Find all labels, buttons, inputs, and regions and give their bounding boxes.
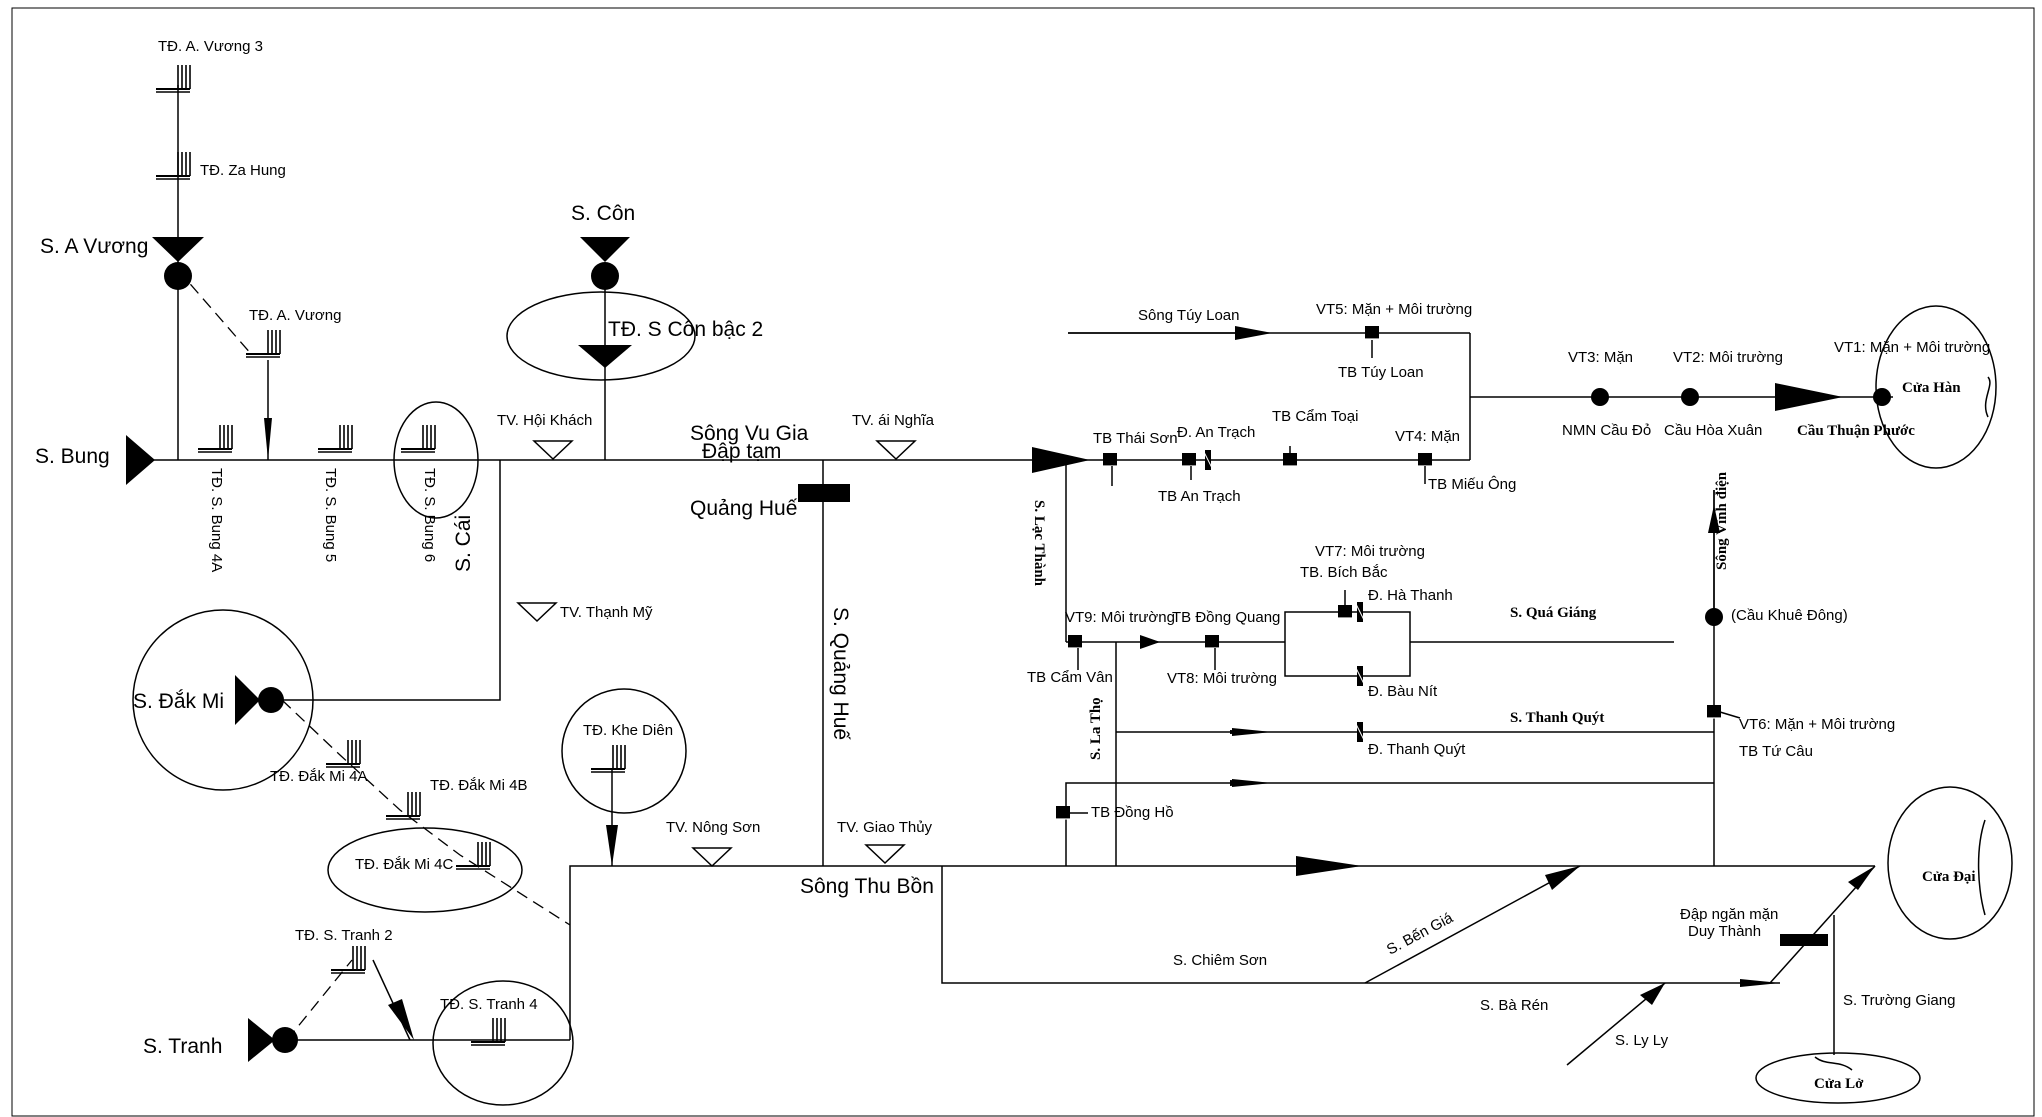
label-vt8: VT8: Môi trường — [1167, 670, 1277, 687]
label-tv-thanh-my: TV. Thạnh Mỹ — [560, 604, 653, 621]
label-tb-tuy-loan: TB Túy Loan — [1338, 364, 1424, 381]
outline-shapes — [132, 291, 2013, 1106]
label-tb-tu-cau: TB Tứ Câu — [1739, 743, 1813, 760]
label-cau-thuan-phuoc: Cầu Thuận Phước — [1797, 423, 1915, 439]
label-tb-cam-van: TB Cẩm Vân — [1027, 669, 1113, 686]
label-s-dak-mi: S. Đắk Mi — [133, 690, 224, 713]
label-song-vinh-dien: Sông Vĩnh điện — [1714, 471, 1730, 570]
frame-border — [11, 7, 2035, 1117]
label-td-dak-mi-4c: TĐ. Đắk Mi 4C — [355, 856, 454, 873]
label-song-tuy-loan: Sông Túy Loan — [1138, 307, 1239, 324]
label-vt5: VT5: Mặn + Môi trường — [1316, 301, 1472, 318]
flow-arrows — [126, 237, 1875, 1062]
label-s-thanh-quyt: S. Thanh Quýt — [1510, 710, 1604, 726]
label-vt3: VT3: Mặn — [1568, 349, 1633, 366]
label-song-thu-bon: Sông Thu Bồn — [800, 875, 934, 898]
label-s-cai: S. Cái — [452, 515, 475, 572]
label-vt7: VT7: Môi trường — [1315, 543, 1425, 560]
label-tv-ai-nghia: TV. ái Nghĩa — [852, 412, 935, 429]
label-dap-ngan-man-1: Đập ngăn mặn — [1680, 906, 1778, 923]
label-d-ha-thanh: Đ. Hà Thanh — [1368, 587, 1453, 604]
label-tv-giao-thuy: TV. Giao Thủy — [837, 819, 933, 836]
label-s-ly-ly: S. Ly Ly — [1615, 1032, 1669, 1049]
label-tv-nong-son: TV. Nông Sơn — [666, 819, 760, 836]
label-td-s-bung-4a: TĐ. S. Bung 4A — [208, 468, 225, 572]
label-dap-tam-2: Quảng Huế — [690, 497, 798, 520]
label-s-a-vuong: S. A Vương — [40, 235, 148, 258]
label-s-con: S. Côn — [571, 202, 635, 225]
label-tb-dong-ho: TB Đồng Hồ — [1091, 804, 1174, 821]
label-dap-tam-1: Đập tạm — [702, 440, 781, 463]
label-tb-dong-quang: TB Đồng Quang — [1172, 609, 1280, 626]
label-td-s-tranh-4: TĐ. S. Tranh 4 — [440, 996, 538, 1013]
label-s-con-bac-2: TĐ. S Côn bậc 2 — [608, 318, 763, 341]
label-td-a-vuong: TĐ. A. Vương — [249, 307, 341, 324]
label-song-vu-gia: Sông Vu Gia — [690, 422, 809, 445]
monitoring-points — [1591, 388, 1891, 626]
label-vt6: VT6: Mặn + Môi trường — [1739, 716, 1895, 733]
label-s-tranh: S. Tranh — [143, 1035, 222, 1058]
label-s-bung: S. Bung — [35, 445, 110, 468]
label-cua-lo: Cửa Lở — [1814, 1076, 1864, 1092]
label-td-khe-dien: TĐ. Khe Diên — [583, 722, 673, 739]
label-vt2: VT2: Môi trường — [1673, 349, 1783, 366]
label-vt4: VT4: Mặn — [1395, 428, 1460, 445]
label-cua-dai: Cửa Đại — [1922, 869, 1976, 885]
label-td-dak-mi-4a: TĐ. Đắk Mi 4A — [270, 768, 368, 785]
label-s-qua-giang: S. Quá Giáng — [1510, 605, 1597, 621]
label-td-s-tranh-2: TĐ. S. Tranh 2 — [295, 927, 393, 944]
hydropower-plants — [155, 64, 626, 1046]
label-s-quang-hue: S. Quảng Huế — [829, 607, 852, 740]
label-tb-thai-son: TB Thái Sơn — [1093, 430, 1178, 447]
label-vt9: VT9: Môi trường — [1065, 609, 1175, 626]
label-cua-han: Cửa Hàn — [1902, 380, 1961, 396]
label-td-dak-mi-4b: TĐ. Đắk Mi 4B — [430, 777, 528, 794]
label-s-la-tho: S. La Thọ — [1088, 697, 1104, 760]
labels: S. Bung S. A Vương S. Côn S. Đắk Mi S. T… — [35, 38, 1990, 1092]
label-s-chiem-son: S. Chiêm Sơn — [1173, 952, 1267, 969]
label-tb-mieu-ong: TB Miếu Ông — [1428, 476, 1516, 493]
label-s-truong-giang: S. Trường Giang — [1843, 992, 1955, 1009]
label-td-s-bung-5: TĐ. S. Bung 5 — [322, 468, 339, 562]
label-s-ba-ren: S. Bà Rén — [1480, 997, 1548, 1014]
label-cau-hoa-xuan: Cầu Hòa Xuân — [1664, 422, 1762, 439]
structures — [798, 449, 1828, 946]
label-vt1: VT1: Mặn + Môi trường — [1834, 339, 1990, 356]
label-cau-khue-dong: (Cầu Khuê Đông) — [1731, 607, 1848, 624]
label-td-a-vuong-3: TĐ. A. Vương 3 — [158, 38, 263, 55]
label-tb-cam-toai: TB Cẩm Toại — [1272, 408, 1358, 425]
label-tb-an-trach: TB An Trạch — [1158, 488, 1241, 505]
label-tv-hoi-khach: TV. Hội Khách — [497, 412, 592, 429]
label-td-za-hung: TĐ. Za Hung — [200, 162, 286, 179]
label-s-lac-thanh: S. Lạc Thành — [1031, 500, 1047, 587]
label-nmn-cau-do: NMN Cầu Đỏ — [1562, 422, 1651, 439]
label-tb-bich-bac: TB. Bích Bắc — [1300, 564, 1388, 581]
label-d-bau-nit: Đ. Bàu Nít — [1368, 683, 1438, 700]
label-td-s-bung-6: TĐ. S. Bung 6 — [421, 468, 438, 562]
pump-stations — [1055, 325, 1741, 820]
label-d-an-trach: Đ. An Trạch — [1177, 424, 1255, 441]
label-d-thanh-quyt: Đ. Thanh Quýt — [1368, 741, 1466, 758]
label-dap-ngan-man-2: Duy Thành — [1688, 923, 1761, 940]
label-s-ben-gia: S. Bến Giá — [1384, 909, 1457, 958]
